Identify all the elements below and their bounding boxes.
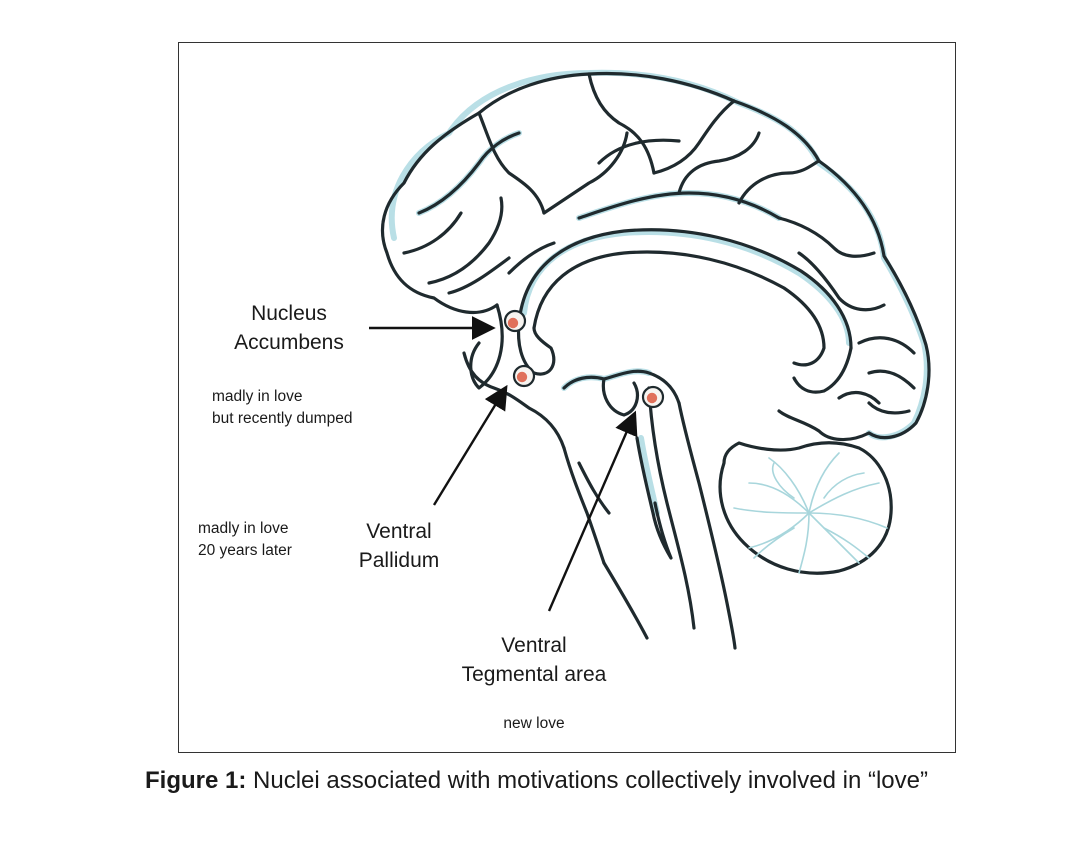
label-ventral-pallidum: Ventral Pallidum: [349, 517, 449, 575]
nucleus-accumbens-dot: [503, 309, 527, 333]
cerebrum-outline: [380, 69, 931, 442]
ventral-tegmental-dot: [641, 385, 665, 409]
ventral-pallidum-dot: [512, 364, 536, 388]
label-ventral-pallidum-line2: Pallidum: [358, 549, 440, 572]
cerebellum: [718, 441, 893, 575]
arrow-ventral-pallidum: [432, 384, 508, 506]
caption-text: Nuclei associated with motivations colle…: [246, 767, 928, 794]
note-dumped-line1: madly in love: [212, 388, 303, 405]
note-later-line2: 20 years later: [198, 542, 292, 559]
label-ventral-tegmental-line1: Ventral: [501, 634, 567, 657]
note-dumped-line2: but recently dumped: [212, 410, 353, 427]
label-ventral-tegmental: Ventral Tegmental area: [424, 631, 644, 689]
figure-frame: .ol { fill:none; stroke:#1f2a2e; stroke-…: [178, 42, 956, 753]
note-dumped: madly in love but recently dumped: [212, 386, 352, 430]
note-later-line1: madly in love: [198, 520, 289, 537]
label-nucleus-accumbens: Nucleus Accumbens: [229, 299, 349, 357]
label-nucleus-accumbens-line2: Accumbens: [234, 331, 344, 354]
caption-prefix: Figure 1:: [145, 767, 247, 794]
label-ventral-tegmental-line2: Tegmental area: [461, 663, 607, 686]
note-new-love: new love: [503, 715, 565, 732]
corpus-callosum: [516, 228, 853, 394]
figure-caption: Figure 1: Nuclei associated with motivat…: [0, 767, 1073, 795]
note-later: madly in love 20 years later: [198, 518, 292, 562]
arrow-ventral-tegmental: [547, 410, 638, 612]
label-ventral-pallidum-line1: Ventral: [366, 520, 432, 543]
brainstem: [462, 351, 737, 650]
brain-diagram: .ol { fill:none; stroke:#1f2a2e; stroke-…: [369, 69, 931, 650]
label-nucleus-accumbens-line1: Nucleus: [251, 302, 327, 325]
sulci: [402, 72, 916, 415]
